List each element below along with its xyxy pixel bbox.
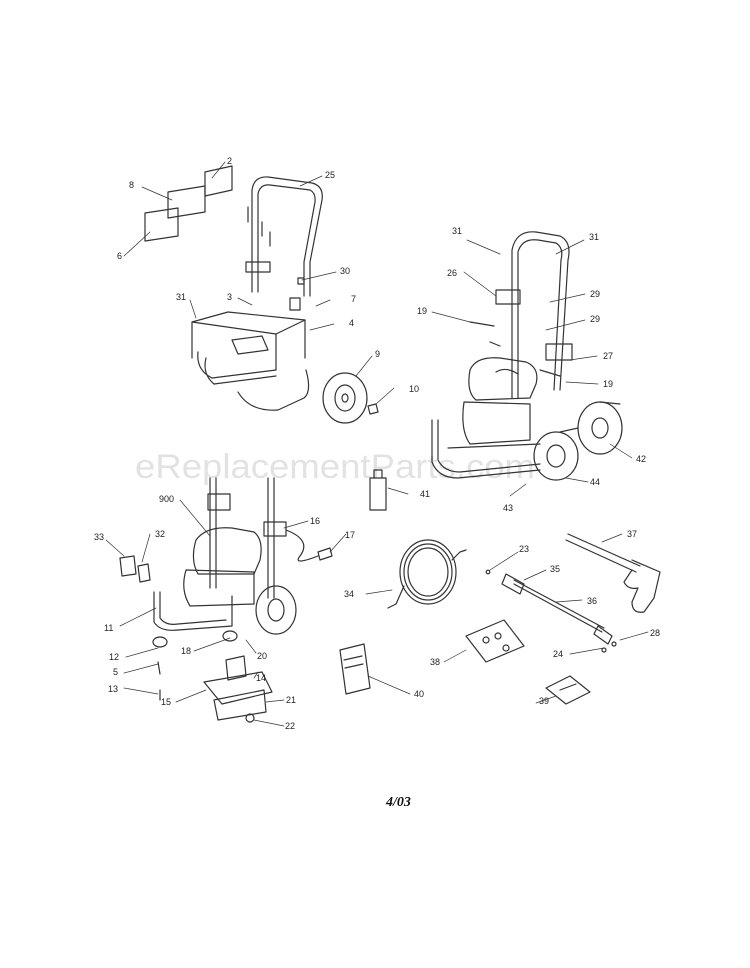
callout-label: 23: [519, 544, 529, 554]
callout-label: 6: [117, 251, 122, 261]
engine-pump-assembly: [119, 477, 333, 723]
quick-connect-kit: [465, 619, 525, 663]
callout-label: 12: [109, 652, 119, 662]
callout-label: 7: [351, 294, 356, 304]
high-pressure-hose: [387, 539, 467, 609]
callout-labels: 2 8 6 25 31 3 30 7 4 9 10 31 31 26 29 19…: [94, 156, 660, 731]
callout-label: 3: [227, 292, 232, 302]
callout-label: 21: [286, 695, 296, 705]
callout-label: 33: [94, 532, 104, 542]
callout-label: 31: [176, 292, 186, 302]
accessories: [339, 533, 661, 705]
oil-bottle: [369, 469, 387, 511]
callout-label: 16: [310, 516, 320, 526]
spray-gun: [565, 533, 661, 613]
callout-label: 22: [285, 721, 295, 731]
wheel: [322, 372, 368, 424]
callout-label: 29: [590, 289, 600, 299]
callout-label: 19: [417, 306, 427, 316]
frame-assembly: [144, 165, 379, 424]
callout-label: 36: [587, 596, 597, 606]
callout-label: 19: [603, 379, 613, 389]
callout-label: 44: [590, 477, 600, 487]
callout-label: 42: [636, 454, 646, 464]
callout-label: 29: [590, 314, 600, 324]
callout-label: 26: [447, 268, 457, 278]
date-code: 4/03: [385, 795, 411, 810]
watermark-text: eReplacementParts.com: [135, 448, 535, 486]
callout-label: 31: [589, 232, 599, 242]
callout-label: 41: [420, 489, 430, 499]
warranty-card: [545, 675, 591, 705]
callout-label: 15: [161, 697, 171, 707]
callout-label: 11: [104, 623, 113, 633]
hose-reel: [559, 401, 623, 455]
decal-parts: [144, 165, 233, 242]
callout-label: 900: [159, 494, 174, 504]
callout-label: 20: [257, 651, 267, 661]
callout-label: 5: [113, 667, 118, 677]
leader-lines: [105, 161, 649, 727]
nozzle-wand: [501, 573, 613, 645]
engine: [462, 357, 538, 445]
callout-label: 17: [345, 530, 355, 540]
callout-label: 9: [375, 349, 380, 359]
callout-label: 10: [409, 384, 419, 394]
complete-unit-assembly: [369, 231, 623, 511]
callout-label: 25: [325, 170, 335, 180]
callout-label: 24: [553, 649, 563, 659]
callout-label: 43: [503, 503, 513, 513]
callout-label: 37: [627, 529, 637, 539]
callout-label: 35: [550, 564, 560, 574]
wheel: [255, 585, 297, 635]
callout-label: 32: [155, 529, 165, 539]
callout-label: 38: [430, 657, 440, 667]
callout-label: 34: [344, 589, 354, 599]
callout-label: 8: [129, 180, 134, 190]
pump: [203, 655, 273, 721]
callout-label: 13: [108, 684, 118, 694]
callout-label: 30: [340, 266, 350, 276]
callout-label: 40: [414, 689, 424, 699]
callout-label: 31: [452, 226, 462, 236]
callout-label: 18: [181, 646, 191, 656]
owners-manual: [339, 643, 371, 695]
engine: [183, 527, 262, 607]
callout-label: 4: [349, 318, 354, 328]
callout-label: 14: [256, 673, 266, 683]
callout-label: 27: [603, 351, 613, 361]
callout-label: 39: [539, 696, 549, 706]
callout-label: 28: [650, 628, 660, 638]
callout-label: 2: [227, 156, 232, 166]
